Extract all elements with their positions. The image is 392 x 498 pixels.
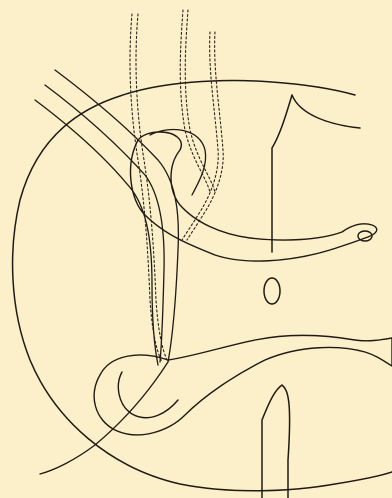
dashed-fibre-middle: [180, 10, 210, 192]
ventral-gray-inner-contour: [118, 372, 178, 418]
dashed-fibre-right: [182, 32, 218, 240]
dashed-fibre-middle-parallel: [185, 10, 215, 192]
dashed-fibre-right-parallel: [187, 32, 223, 240]
dorsal-root-fibre-3: [35, 100, 158, 365]
dorsal-gray-horn: [131, 132, 377, 261]
ventral-gray-horn: [94, 336, 392, 435]
dorsal-root-fibre-1: [55, 70, 178, 362]
connecting-fibre: [150, 130, 206, 195]
central-canal: [264, 278, 280, 304]
ventral-median-fissure: [262, 385, 290, 498]
